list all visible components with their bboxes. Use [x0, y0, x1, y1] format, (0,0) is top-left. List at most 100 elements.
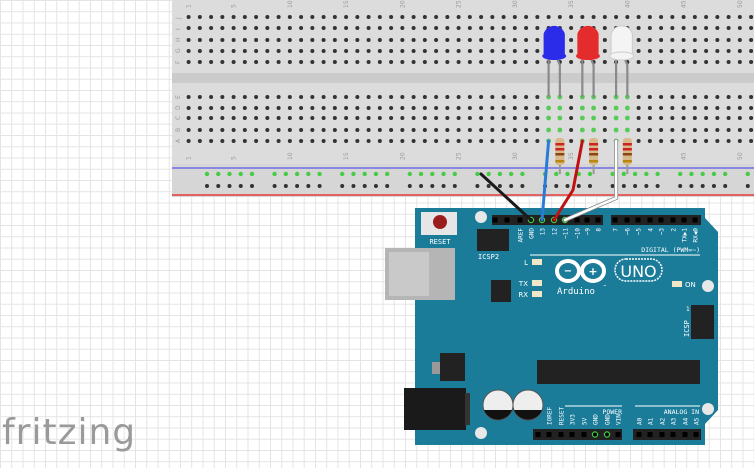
rail-hole	[249, 171, 255, 177]
analog-pin-label: A2	[660, 417, 667, 425]
breadboard-hole	[242, 49, 247, 53]
breadboard-hole	[310, 106, 315, 110]
breadboard-hole	[389, 15, 394, 19]
rail-hole	[362, 171, 367, 177]
row-letter: G	[175, 48, 182, 53]
column-number: 45	[681, 152, 688, 160]
rail-hole	[554, 171, 559, 177]
breadboard-hole	[647, 128, 652, 132]
breadboard-hole	[287, 26, 292, 30]
breadboard-hole	[535, 15, 540, 19]
rail-hole	[610, 171, 615, 177]
breadboard-hole	[209, 15, 214, 19]
rail-hole	[306, 184, 311, 188]
breadboard-hole	[220, 116, 225, 120]
breadboard-hole	[422, 60, 427, 64]
breadboard-hole	[310, 139, 315, 143]
breadboard-hole	[715, 95, 720, 99]
rail-hole	[633, 184, 638, 188]
breadboard-hole	[490, 106, 495, 110]
rail-hole	[238, 171, 243, 177]
power-rail	[172, 164, 754, 197]
breadboard-hole	[479, 26, 484, 30]
breadboard-hole	[366, 116, 371, 120]
breadboard-hole	[569, 116, 574, 120]
breadboard-hole	[445, 106, 450, 110]
breadboard-hole	[411, 26, 416, 30]
row-letter: J	[175, 17, 182, 20]
breadboard-hole	[557, 115, 563, 121]
breadboard-hole	[456, 128, 461, 132]
breadboard-hole	[524, 106, 529, 110]
breadboard-hole	[411, 49, 416, 53]
breadboard-hole	[445, 49, 450, 53]
breadboard-hole	[524, 128, 529, 132]
breadboard-hole	[276, 139, 281, 143]
breadboard-hole	[512, 15, 517, 19]
breadboard-hole	[186, 38, 191, 42]
digital-pin-label: TX▶1	[682, 228, 689, 243]
rail-hole	[283, 171, 289, 177]
icsp-label: ICSP	[683, 320, 691, 337]
breadboard-hole	[445, 139, 450, 143]
uno-badge	[614, 258, 663, 282]
rail-hole	[317, 184, 322, 188]
breadboard-hole	[242, 139, 247, 143]
breadboard-hole	[692, 15, 697, 19]
arduino-board	[415, 208, 718, 445]
analog-header	[633, 429, 701, 440]
rail-hole	[385, 171, 390, 177]
breadboard-hole	[490, 15, 495, 19]
breadboard-hole	[299, 49, 304, 53]
led-rx	[532, 291, 542, 297]
breadboard-hole	[569, 38, 574, 42]
breadboard-hole	[242, 60, 247, 64]
column-number: 5	[231, 4, 238, 8]
breadboard-hole	[692, 106, 697, 110]
breadboard-hole	[659, 106, 664, 110]
breadboard-hole	[276, 128, 281, 132]
breadboard-hole	[467, 49, 472, 53]
breadboard-hole	[557, 127, 563, 133]
breadboard-hole	[512, 95, 517, 99]
breadboard-hole	[614, 15, 619, 19]
power-pin-label: IOREF	[547, 407, 554, 425]
breadboard-hole	[265, 139, 270, 143]
breadboard-hole	[591, 115, 596, 121]
breadboard-hole	[400, 60, 405, 64]
breadboard-hole	[726, 106, 731, 110]
reset-button-cap[interactable]	[433, 215, 447, 229]
breadboard-hole	[670, 38, 675, 42]
breadboard-hole	[287, 95, 292, 99]
breadboard-hole	[355, 106, 360, 110]
rail-hole	[745, 184, 750, 188]
digital-pin-label: 2	[671, 228, 678, 232]
breadboard-hole	[321, 128, 326, 132]
breadboard-hole	[636, 60, 641, 64]
rail-hole	[351, 171, 356, 177]
power-pin-label: GND	[593, 414, 600, 425]
rail-hole	[700, 184, 705, 188]
rail-hole	[407, 184, 412, 188]
rail-hole	[486, 184, 491, 188]
rail-hole	[610, 184, 615, 188]
breadboard-hole	[276, 49, 281, 53]
rail-hole	[250, 184, 254, 188]
breadboard-hole	[209, 49, 214, 53]
header-pin	[659, 432, 665, 437]
breadboard-hole	[467, 95, 472, 99]
breadboard-hole	[456, 139, 461, 143]
breadboard-hole	[276, 60, 281, 64]
breadboard-hole	[355, 95, 360, 99]
resistor-band	[589, 148, 599, 151]
breadboard-hole	[704, 139, 709, 143]
breadboard-hole	[287, 139, 292, 143]
analog-pin-label: A3	[671, 417, 678, 425]
breadboard-hole	[332, 139, 337, 143]
breadboard-hole	[299, 116, 304, 120]
breadboard-hole	[276, 26, 281, 30]
breadboard-hole	[422, 49, 427, 53]
rail-hole	[419, 184, 424, 188]
resistor-band	[589, 153, 599, 156]
breadboard-hole	[197, 95, 202, 99]
